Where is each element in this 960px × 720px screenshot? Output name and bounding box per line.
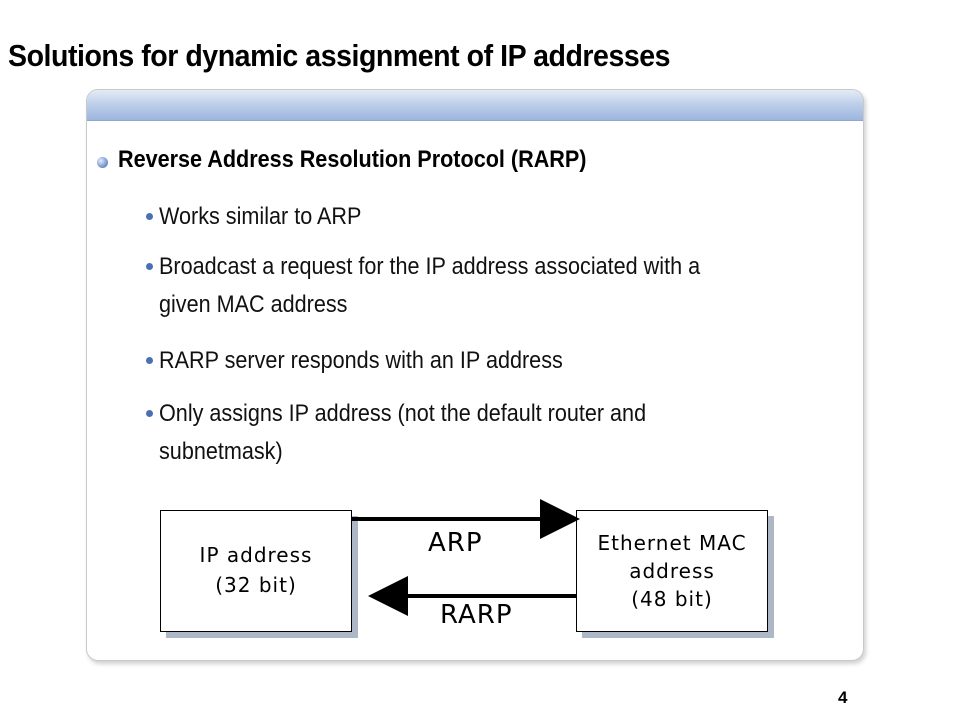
rarp-label: RARP <box>440 600 513 630</box>
bullet-icon <box>97 157 108 168</box>
ip-address-box: IP address (32 bit) <box>160 510 352 632</box>
sub-bullet-2-line1: Broadcast a request for the IP address a… <box>159 253 701 280</box>
mac-address-label: Ethernet MAC <box>597 531 747 555</box>
mac-address-label-2: address <box>629 559 715 583</box>
sub-bullet-4-line2: subnetmask) <box>159 438 283 465</box>
sub-bullet-dot-icon <box>146 357 153 364</box>
sub-bullet-3: RARP server responds with an IP address <box>159 347 563 374</box>
mac-address-box: Ethernet MAC address (48 bit) <box>576 510 768 632</box>
sub-bullet-1: Works similar to ARP <box>159 203 362 230</box>
arp-label: ARP <box>428 528 483 558</box>
sub-bullet-dot-icon <box>146 410 153 417</box>
sub-bullet-dot-icon <box>146 213 153 220</box>
ip-address-label: IP address <box>199 543 313 567</box>
sub-bullet-4-line1: Only assigns IP address (not the default… <box>159 400 647 427</box>
panel-header-band <box>87 90 863 121</box>
mac-address-size: (48 bit) <box>631 587 713 611</box>
slide-title: Solutions for dynamic assignment of IP a… <box>8 38 671 73</box>
main-bullet: Reverse Address Resolution Protocol (RAR… <box>118 146 587 173</box>
sub-bullet-dot-icon <box>146 263 153 270</box>
sub-bullet-2-line2: given MAC address <box>159 291 348 318</box>
page-number: 4 <box>838 688 848 707</box>
ip-address-size: (32 bit) <box>215 573 297 597</box>
